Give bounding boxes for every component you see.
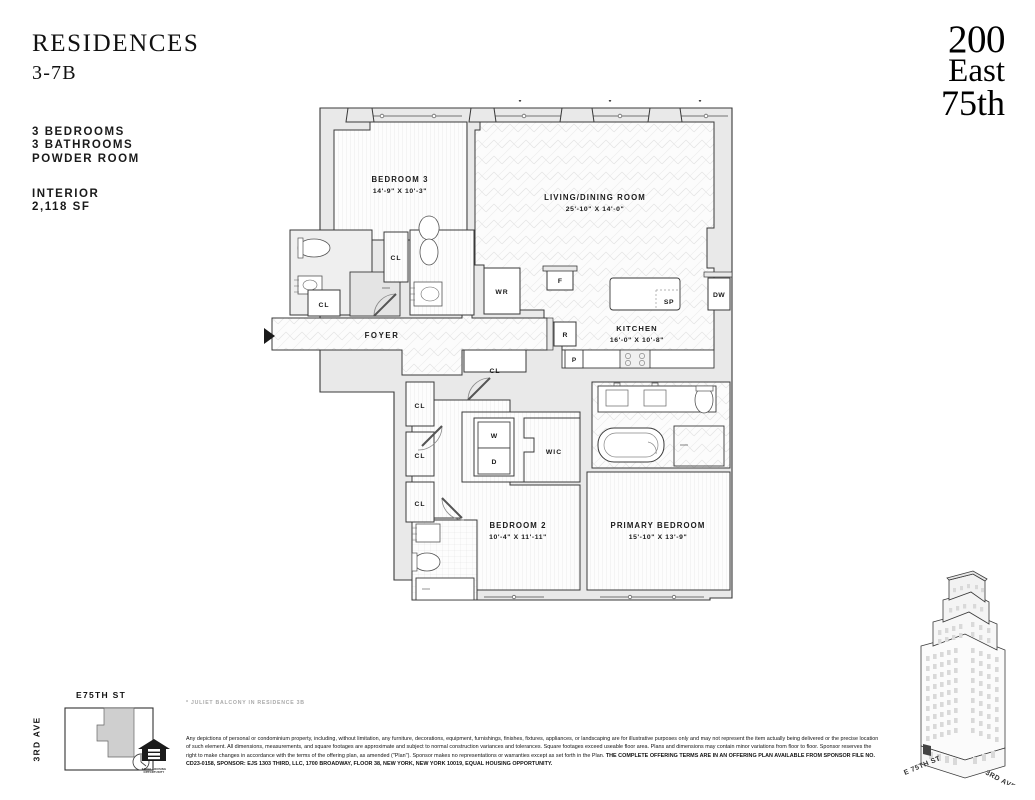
primary-bath-fixtures — [597, 382, 725, 467]
laundry-appliances — [473, 417, 515, 477]
spec-bathrooms: 3 BATHROOMS — [32, 139, 134, 152]
logo-line-east: East — [948, 53, 1005, 89]
equal-housing-caption: EQUAL HOUSING OPPORTUNITY — [136, 768, 172, 775]
label-closet-6: CL — [414, 501, 425, 508]
room-dim-kitchen: 16'-0" X 10'-8" — [610, 337, 664, 344]
room-labels: BEDROOM 3 14'-9" X 10'-3" LIVING/DINING … — [365, 175, 706, 541]
door-swings — [373, 293, 491, 521]
disclaimer-bold: THE COMPLETE OFFERING TERMS ARE IN AN OF… — [186, 752, 876, 768]
room-label-kitchen: KITCHEN — [616, 324, 657, 333]
site-key-street-left: 3RD AVE — [31, 716, 42, 762]
spec-powder-room: POWDER ROOM — [32, 152, 140, 165]
juliet-balcony-marker: * — [609, 100, 612, 106]
closet-box — [405, 431, 435, 477]
label-refrigerator: R — [563, 332, 568, 339]
equal-housing-opportunity-logo: EQUAL HOUSING OPPORTUNITY — [136, 738, 172, 775]
closet-box — [405, 481, 435, 523]
logo-line-75th: 75th — [940, 83, 1005, 123]
label-closet-3: CL — [489, 368, 500, 375]
label-closet-2: CL — [390, 255, 401, 262]
eho-caption-line1: EQUAL HOUSING — [141, 768, 167, 771]
label-pantry: P — [572, 357, 577, 364]
room-label-primary-bedroom: PRIMARY BEDROOM — [611, 521, 706, 530]
label-freezer: F — [558, 278, 562, 285]
room-dim-bedroom-3: 14'-9" X 10'-3" — [373, 188, 427, 195]
closet-box — [405, 381, 435, 427]
closet-box — [307, 289, 341, 317]
kitchen-island — [609, 277, 681, 311]
specs-list: 3 BEDROOMS 3 BATHROOMS POWDER ROOM — [32, 126, 262, 166]
interior-area-block: INTERIOR 2,118 SF — [32, 188, 99, 215]
pantry-box — [564, 349, 584, 369]
powder-room-fixtures — [410, 215, 443, 307]
label-wet-room: WR — [495, 289, 508, 296]
small-labels: CL CL CL CL CL CL WR WIC F R SP DW P W D — [318, 255, 725, 508]
residence-number: 3-7B — [32, 61, 77, 84]
equal-housing-icon — [138, 739, 170, 761]
refrigerator-box — [553, 321, 577, 347]
label-closet-1: CL — [318, 302, 329, 309]
legal-disclaimer: Any depictions of personal or condominiu… — [186, 735, 883, 769]
eho-caption-line2: OPPORTUNITY — [143, 771, 165, 775]
kitchen-fixtures — [542, 265, 733, 369]
dryer-box — [477, 447, 511, 475]
page-title: RESIDENCES — [32, 30, 200, 57]
floorplan: * * * — [262, 100, 762, 620]
site-key-diagram: E75TH ST 3RD AVE — [30, 690, 175, 785]
label-closet-5: CL — [414, 453, 425, 460]
logo-line-200: 200 — [948, 18, 1006, 61]
label-closet-4: CL — [414, 403, 425, 410]
window-wall-south — [484, 594, 704, 600]
closet-box — [383, 231, 409, 283]
disclaimer-body: Any depictions of personal or condominiu… — [186, 736, 879, 759]
room-label-living-dining: LIVING/DINING ROOM — [544, 193, 646, 202]
room-label-foyer: FOYER — [365, 331, 400, 340]
juliet-balcony-marker: * — [519, 100, 522, 106]
dishwasher-box — [707, 277, 731, 311]
spec-bedrooms: 3 BEDROOMS — [32, 126, 125, 138]
site-key-street-top: E75TH ST — [76, 690, 127, 700]
building-street-side: 3RD AVE — [984, 770, 1016, 785]
label-dishwasher: DW — [713, 292, 725, 299]
walk-in-closet-area — [523, 417, 581, 483]
label-walk-in-closet: WIC — [546, 449, 562, 456]
juliet-balcony-footnote: * JULIET BALCONY IN RESIDENCE 3B — [186, 700, 305, 706]
building-illustration: E 75TH ST 3RD AVE — [893, 560, 1028, 791]
label-washer: W — [491, 433, 498, 440]
room-label-bedroom-2: BEDROOM 2 — [489, 521, 546, 530]
room-dim-living-dining: 25'-10" X 14'-0" — [566, 206, 625, 213]
range-cooktop — [619, 349, 651, 369]
room-label-bedroom-3: BEDROOM 3 — [371, 175, 428, 184]
header-title-block: RESIDENCES 3-7B — [32, 30, 292, 85]
bedroom2-bath-fixtures — [411, 523, 475, 601]
closet-box — [463, 349, 527, 373]
label-dryer: D — [492, 459, 497, 466]
entry-arrow-icon — [264, 328, 275, 344]
interior-area-value: 2,118 SF — [32, 201, 91, 214]
room-dim-bedroom-2: 10'-4" X 11'-11" — [489, 534, 547, 541]
brand-logo: 200 East 75th — [913, 18, 1006, 123]
interior-label: INTERIOR — [32, 188, 100, 200]
room-dim-primary-bedroom: 15'-10" X 13'-9" — [629, 534, 688, 541]
window-wall-north: * * * — [345, 100, 728, 123]
wet-room-box — [483, 267, 521, 315]
juliet-balcony-marker: * — [699, 100, 702, 106]
label-sink-prep: SP — [664, 299, 674, 306]
closet-boxes — [307, 231, 527, 523]
